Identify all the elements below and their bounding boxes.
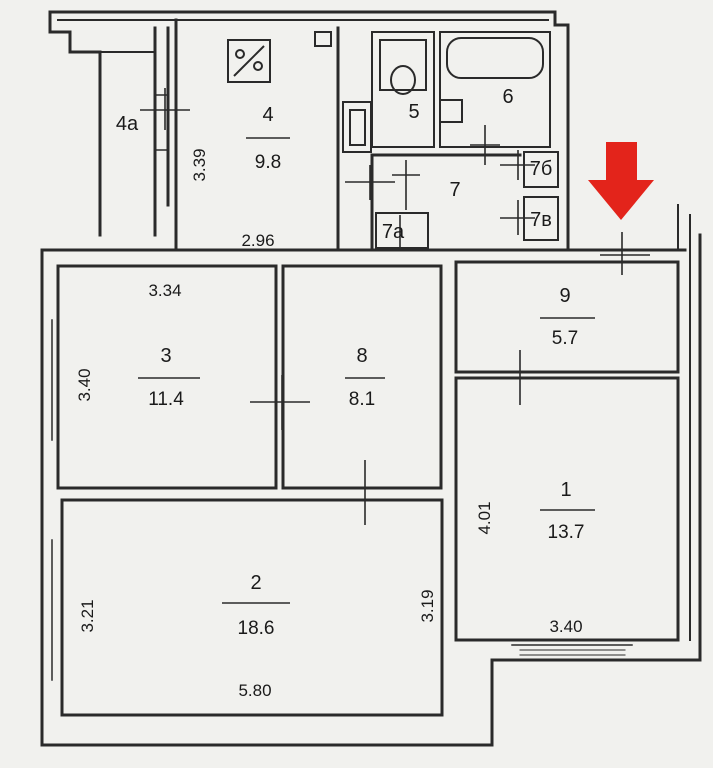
room-4a-number: 4a (116, 113, 139, 135)
room-8-number: 8 (356, 345, 367, 367)
room2-right-dim: 3.19 (418, 589, 437, 622)
room3-width-dim: 3.34 (148, 281, 181, 300)
stove-icon (227, 39, 271, 83)
toilet-icon (379, 39, 427, 91)
room1-width-dim: 3.40 (549, 617, 582, 636)
room-9-area: 5.7 (552, 328, 578, 349)
room-7a-number: 7a (382, 221, 405, 243)
room3-height-dim: 3.40 (75, 368, 94, 401)
down-arrow-icon (588, 142, 654, 220)
room2-left-dim: 3.21 (78, 599, 97, 632)
sink-icon (314, 31, 332, 47)
room-6-number: 6 (502, 86, 513, 108)
room1-height-dim: 4.01 (475, 501, 494, 534)
basin-icon (439, 99, 463, 123)
room-9-number: 9 (559, 285, 570, 307)
room-8-area: 8.1 (349, 389, 375, 410)
room-1-area: 13.7 (548, 522, 585, 543)
room2-width-dim: 5.80 (238, 681, 271, 700)
fixtures (227, 31, 463, 146)
room-7b-number: 7б (530, 158, 553, 180)
room-3-number: 3 (160, 345, 171, 367)
kitchen-width-dim: 2.96 (241, 231, 274, 250)
room-labels: 4 9.8 4a 5 6 7 7a 7б 7в 3 11.4 8 8.1 9 5… (116, 86, 585, 639)
room-4-number: 4 (262, 104, 273, 126)
room-5-number: 5 (408, 101, 419, 123)
dimension-labels: 3.39 2.96 3.34 3.40 4.01 3.40 3.21 3.19 … (75, 148, 583, 700)
room-7-number: 7 (449, 179, 460, 201)
room-1-number: 1 (560, 479, 571, 501)
kitchen-height-dim: 3.39 (190, 148, 209, 181)
area-bars (138, 137, 595, 604)
room-3-area: 11.4 (148, 389, 184, 410)
walls (40, 10, 702, 747)
room-2-area: 18.6 (238, 618, 275, 639)
doors (140, 88, 650, 525)
room-4-area: 9.8 (255, 152, 281, 173)
room-7v-number: 7в (530, 209, 552, 231)
room-2-number: 2 (250, 572, 261, 594)
